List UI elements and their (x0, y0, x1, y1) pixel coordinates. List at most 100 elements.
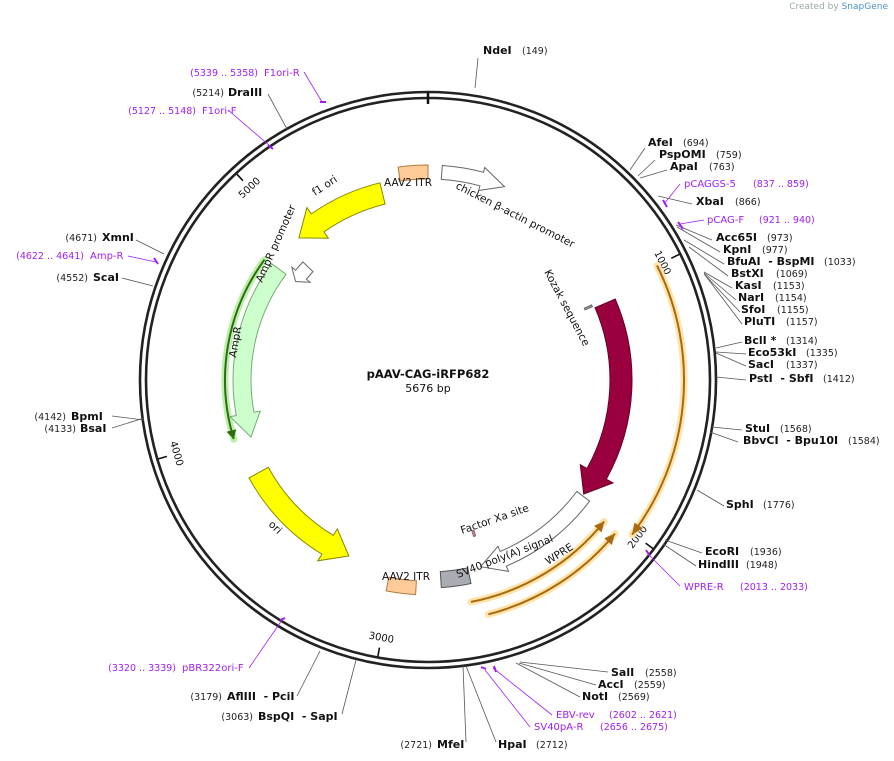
enzyme-pos-bbvci-bpu10i: (1584) (848, 436, 880, 447)
enzyme-xmni: XmnI (102, 231, 134, 244)
feature-factor-xa-site[interactable] (471, 529, 477, 538)
enzyme-ndei: NdeI (483, 44, 512, 57)
feature-kozak-sequence[interactable] (583, 304, 594, 311)
snapgene-credit: Created by SnapGene (789, 2, 888, 12)
leader-scai (121, 277, 154, 287)
primer-range-pbr322ori-f: (3320 .. 3339) (108, 663, 176, 674)
feature-aav2-itr-bottom[interactable] (385, 576, 417, 596)
primer-range-amp-r: (4622 .. 4641) (16, 251, 84, 262)
feature-f1-ori[interactable] (298, 182, 386, 239)
enzyme-pos-noti: (2569) (618, 692, 650, 703)
orf-ampr-head (226, 429, 237, 440)
enzyme-pos-acci: (2559) (634, 680, 666, 691)
feature-wpre[interactable] (479, 490, 591, 573)
tick-4000 (158, 455, 168, 460)
leader-bspqi (341, 659, 357, 715)
leader-draiii (267, 93, 288, 130)
enzyme-pos-afliii-pcii: (3179) (190, 692, 222, 703)
enzyme-scai: ScaI (93, 271, 119, 284)
enzyme-pos-acc65i: (973) (767, 233, 793, 244)
leader-xbai (657, 195, 693, 205)
enzyme-pos-kasi: (1153) (773, 281, 805, 292)
enzyme-acc65i: Acc65I (716, 231, 757, 244)
enzyme-pos-scai: (4552) (56, 273, 88, 284)
plasmid-name: pAAV-CAG-iRFP682 (367, 367, 490, 381)
enzyme-pos-psti-sbfi: (1412) (823, 374, 855, 385)
leader-pcag-f (679, 219, 705, 225)
primer-range-ebv-rev: (2602 .. 2621) (609, 710, 677, 721)
leader-sphi (696, 489, 725, 507)
enzyme-sphi: SphI (726, 498, 754, 511)
leader-afliii (296, 650, 321, 697)
orf-inner-2-head (594, 521, 605, 533)
primer-f1ori-f: F1ori-F (202, 106, 237, 117)
leader-bpmi (111, 417, 145, 429)
leader-noti (515, 662, 581, 698)
leader-bbvci (709, 431, 739, 443)
leader-kpni (676, 226, 721, 253)
feature-label-factor-xa-site: Factor Xa site (459, 502, 530, 537)
orf-outer-head (632, 522, 643, 535)
enzyme-saci: SacI (748, 358, 774, 371)
enzyme-pluti: PluTI (744, 315, 775, 328)
enzyme-pos-kpni: (977) (762, 245, 788, 256)
enzyme-pos-bpmi: (4142) (34, 412, 66, 423)
enzyme-acci: AccI (598, 678, 624, 691)
leader-hpai (465, 665, 497, 743)
enzyme-psti-sbfi: PstI - SbfI (749, 372, 814, 385)
enzyme-pos-afei: (694) (683, 138, 709, 149)
feature-aav2-itr-top[interactable] (397, 164, 429, 182)
leader-hindiii (662, 543, 697, 567)
leader-ecori (664, 539, 703, 554)
enzyme-pos-ndei: (149) (522, 46, 548, 57)
enzyme-afliii-pcii: AflIII - PciI (227, 690, 294, 703)
orf-inner-1-head (604, 533, 615, 545)
enzyme-pos-bspqi-sapi: (3063) (221, 712, 253, 723)
feature-chicken-beta-actin-promoter[interactable] (440, 164, 506, 192)
leader-amp-r (127, 255, 157, 263)
leader-f1ori-r (303, 71, 323, 103)
primer-pbr322ori-f: pBR322ori-F (182, 663, 244, 674)
primer-range-pcag-f: (921 .. 940) (759, 215, 815, 226)
snapgene-brand: SnapGene (841, 2, 888, 12)
enzyme-hpai: HpaI (498, 738, 527, 751)
feature-ampr[interactable] (229, 262, 287, 439)
feature-sv40-polya-signal[interactable] (439, 567, 472, 589)
enzyme-stui: StuI (745, 422, 770, 435)
enzyme-pspomi: PspOMI (659, 148, 706, 161)
primer-range-f1ori-r: (5339 .. 5358) (190, 68, 258, 79)
primer-range-f1ori-f: (5127 .. 5148) (128, 106, 196, 117)
enzyme-bcli: BclI * (744, 334, 777, 347)
enzyme-pos-bstxi: (1069) (776, 269, 808, 280)
enzyme-kasi: KasI (735, 279, 762, 292)
enzyme-ecori: EcoRI (705, 545, 739, 558)
enzyme-pos-mfei: (2721) (400, 740, 432, 751)
orf-outer (631, 265, 686, 536)
feature-ampr-promoter[interactable] (290, 261, 314, 283)
enzyme-pos-bfuai-bspmi: (1033) (824, 257, 856, 268)
leader-wpre-r (649, 555, 681, 587)
primer-mark-sv40pa-r (480, 666, 487, 670)
leader-afei (629, 147, 646, 171)
enzyme-pos-hindiii: (1948) (746, 560, 778, 571)
leader-saci (715, 352, 747, 367)
feature-irfp682[interactable] (579, 298, 633, 495)
leader-psti (715, 376, 747, 381)
enzyme-pos-pspomi: (759) (716, 150, 742, 161)
primer-mark-f1ori-f (267, 144, 274, 150)
leader-sfoi (703, 273, 741, 313)
enzyme-bstxi: BstXI (731, 267, 764, 280)
primer-range-wpre-r: (2013 .. 2033) (740, 582, 808, 593)
primer-range-pcaggs-5: (837 .. 859) (753, 179, 809, 190)
enzyme-pos-xmni: (4671) (65, 233, 97, 244)
enzyme-eco53ki: Eco53kI (748, 346, 796, 359)
feature-ori[interactable] (248, 466, 350, 562)
primer-amp-r: Amp-R (90, 251, 124, 262)
leader-bcli (715, 341, 743, 349)
enzyme-afei: AfeI (648, 136, 673, 149)
tick-1000 (670, 253, 680, 260)
primer-marks (153, 101, 684, 673)
orf-layer (221, 256, 688, 618)
